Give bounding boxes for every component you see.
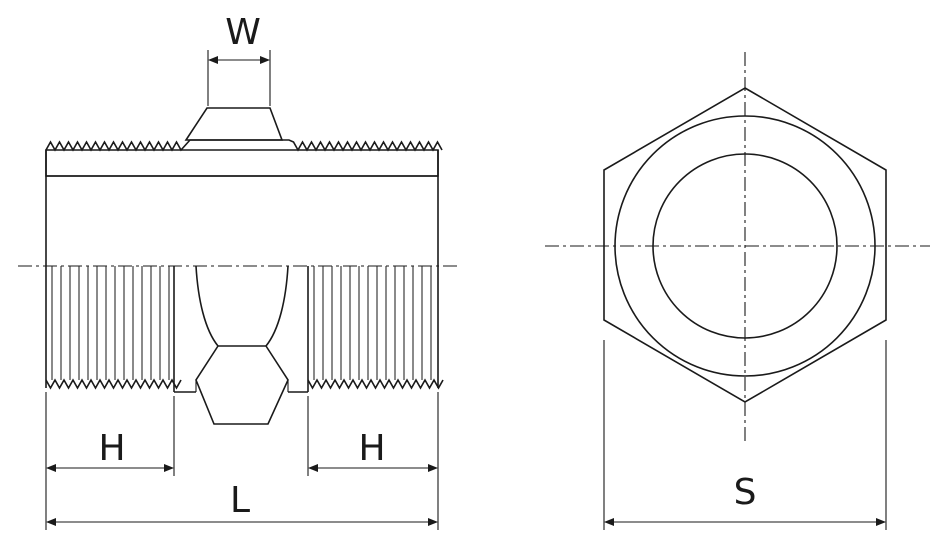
- hex-center-lower: [173, 265, 309, 425]
- dimension-l-label: L: [230, 480, 250, 521]
- dimension-w-label: W: [225, 12, 261, 53]
- left-thread: [51, 266, 170, 380]
- dimension-s: S: [603, 340, 887, 530]
- dimension-h-right-label: H: [358, 428, 385, 469]
- bottom-thread-profile: [45, 378, 444, 390]
- side-view: W H H L: [18, 12, 460, 530]
- dimension-w: W: [207, 12, 271, 106]
- dimension-h-left-label: H: [98, 428, 125, 469]
- body-outline: [45, 150, 439, 388]
- section-thread-teeth: [45, 139, 443, 152]
- dimension-h-left: H: [46, 396, 175, 476]
- end-view: S: [545, 52, 930, 530]
- dimension-l: L: [45, 392, 439, 530]
- wall-section-hatched: [45, 107, 443, 177]
- dimension-s-label: S: [734, 472, 757, 513]
- right-thread: [313, 266, 432, 380]
- dimension-h-right: H: [307, 396, 438, 476]
